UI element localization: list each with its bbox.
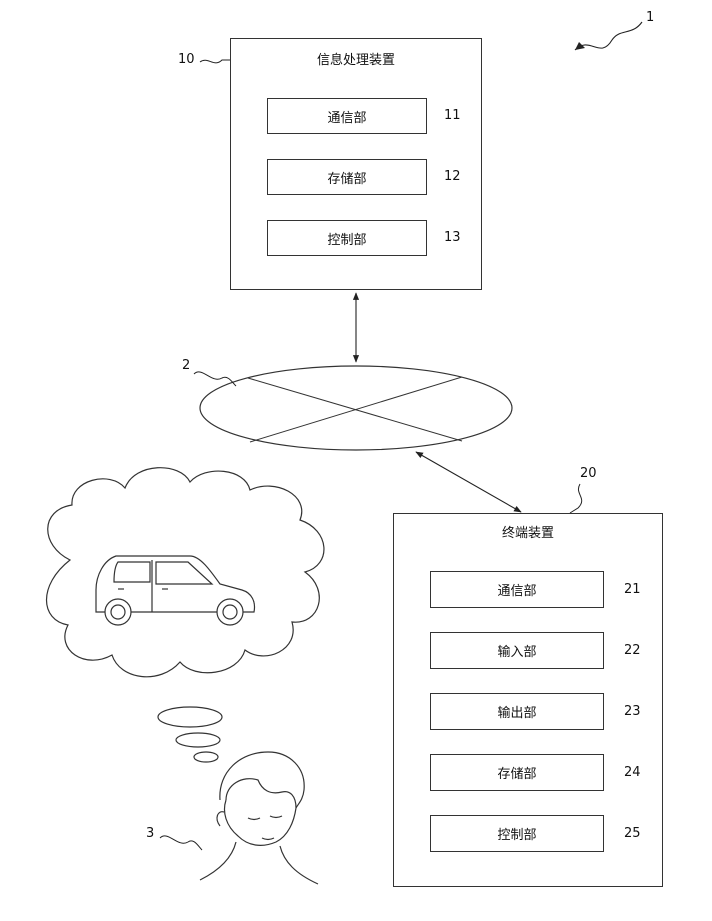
network-ellipse — [200, 366, 512, 450]
network-terminal-link — [416, 452, 521, 512]
user-ref-label: 3 — [146, 826, 154, 842]
unit-label: 输出部 — [497, 702, 536, 721]
terminal-unit-storage: 存储部 — [430, 754, 604, 791]
terminal-unit-ref-23: 23 — [624, 704, 641, 720]
unit-label: 控制部 — [327, 229, 366, 248]
unit-label: 控制部 — [497, 824, 536, 843]
server-unit-storage: 存储部 — [267, 159, 427, 195]
terminal-title: 终端装置 — [393, 522, 663, 541]
thought-cloud — [47, 468, 324, 762]
unit-label: 通信部 — [327, 107, 366, 126]
terminal-unit-ref-25: 25 — [624, 826, 641, 842]
server-unit-ref-11: 11 — [444, 108, 461, 124]
person-icon — [200, 752, 318, 884]
server-ref-label: 10 — [178, 52, 195, 68]
system-ref-label: 1 — [646, 10, 654, 26]
unit-label: 输入部 — [497, 641, 536, 660]
network-ref-label: 2 — [182, 358, 190, 374]
server-leader-line — [200, 60, 230, 63]
server-title: 信息处理装置 — [230, 49, 482, 68]
server-unit-ref-13: 13 — [444, 230, 461, 246]
terminal-unit-output: 输出部 — [430, 693, 604, 730]
terminal-unit-ref-21: 21 — [624, 582, 641, 598]
terminal-unit-ref-22: 22 — [624, 643, 641, 659]
server-unit-ref-12: 12 — [444, 169, 461, 185]
unit-label: 通信部 — [497, 580, 536, 599]
terminal-unit-ref-24: 24 — [624, 765, 641, 781]
terminal-unit-communication: 通信部 — [430, 571, 604, 608]
terminal-unit-input: 输入部 — [430, 632, 604, 669]
terminal-ref-label: 20 — [580, 466, 597, 482]
terminal-leader-line — [570, 484, 582, 513]
system-leader-arrowhead — [575, 42, 585, 50]
unit-label: 存储部 — [327, 168, 366, 187]
system-leader-line — [575, 22, 642, 50]
user-leader-line — [160, 836, 202, 850]
server-unit-communication: 通信部 — [267, 98, 427, 134]
unit-label: 存储部 — [497, 763, 536, 782]
terminal-unit-control: 控制部 — [430, 815, 604, 852]
server-unit-control: 控制部 — [267, 220, 427, 256]
